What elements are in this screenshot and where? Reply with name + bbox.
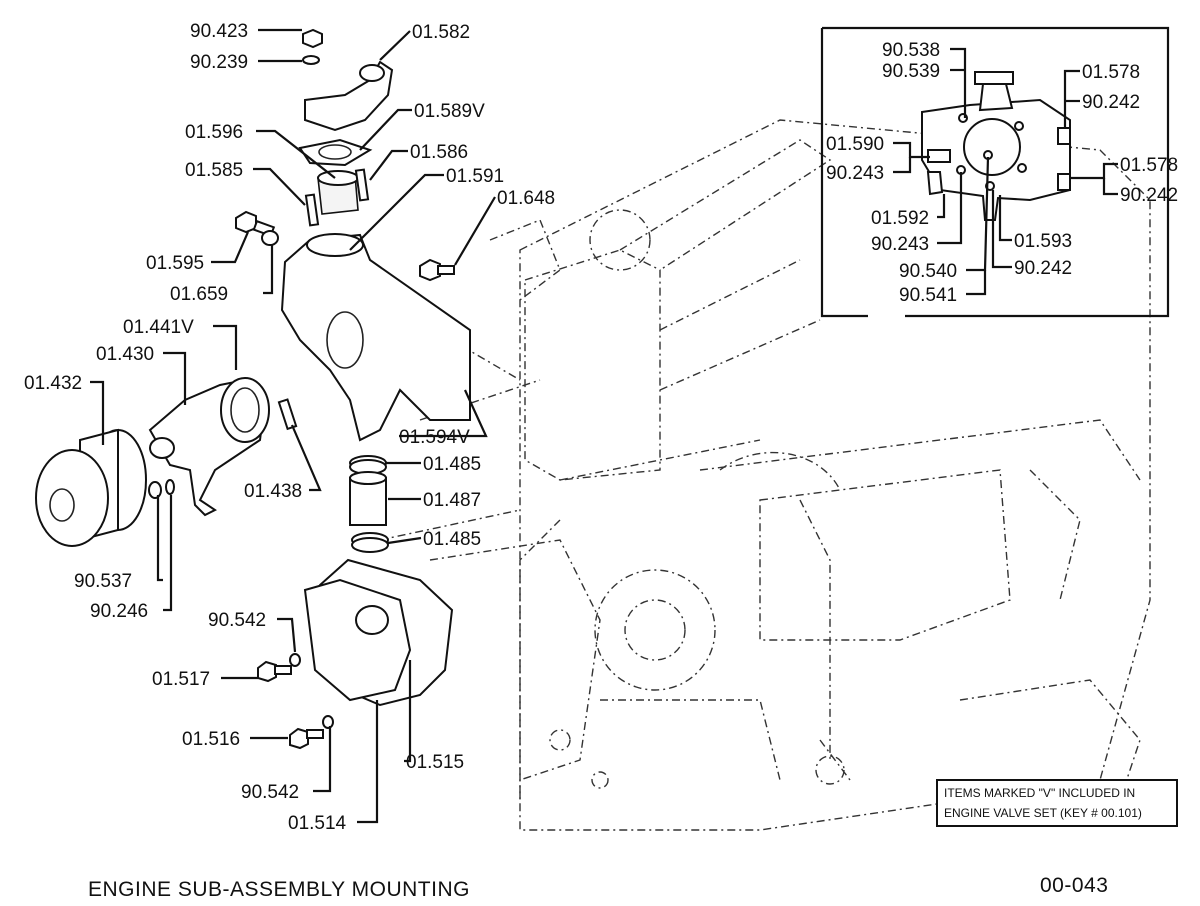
label-01-517: 01.517 bbox=[152, 669, 210, 690]
label-01-441v: 01.441V bbox=[123, 317, 194, 338]
label-90-246: 90.246 bbox=[90, 601, 148, 622]
gasket-01-589v bbox=[298, 138, 373, 167]
washer-90-239 bbox=[302, 55, 320, 65]
label-01-582: 01.582 bbox=[412, 22, 470, 43]
label-01-485-top: 01.485 bbox=[423, 454, 481, 475]
inset-label-01-592: 01.592 bbox=[871, 208, 929, 229]
leader-lines bbox=[90, 28, 496, 824]
note-line-1: ITEMS MARKED "V" INCLUDED IN bbox=[944, 786, 1135, 800]
label-01-648: 01.648 bbox=[497, 188, 555, 209]
inset-label-90-538: 90.538 bbox=[882, 40, 940, 61]
inset-label-01-578-bottom: 01.578 bbox=[1120, 155, 1178, 176]
note-box: ITEMS MARKED "V" INCLUDED IN ENGINE VALV… bbox=[936, 779, 1178, 827]
diagram-code: 00-043 bbox=[1040, 874, 1108, 897]
inset-label-90-243-bottom: 90.243 bbox=[871, 234, 929, 255]
inset-label-90-242-top: 90.242 bbox=[1082, 92, 1140, 113]
label-01-594v: 01.594V bbox=[399, 427, 470, 448]
label-01-438: 01.438 bbox=[244, 481, 302, 502]
label-90-537: 90.537 bbox=[74, 571, 132, 592]
label-01-596: 01.596 bbox=[185, 122, 243, 143]
label-90-423: 90.423 bbox=[190, 21, 248, 42]
label-01-514: 01.514 bbox=[288, 813, 347, 834]
inset-label-01-578-top: 01.578 bbox=[1082, 62, 1140, 83]
label-90-542-top: 90.542 bbox=[208, 610, 266, 631]
label-01-589v: 01.589V bbox=[414, 101, 485, 122]
label-01-430: 01.430 bbox=[96, 344, 154, 365]
note-frame bbox=[936, 779, 1178, 827]
part-labels: 90.423 90.239 01.582 01.589V 01.596 01.5… bbox=[24, 21, 555, 834]
inset-labels: 90.538 90.539 01.578 90.242 01.590 90.24… bbox=[826, 40, 1178, 306]
label-01-586: 01.586 bbox=[410, 142, 468, 163]
label-01-432: 01.432 bbox=[24, 373, 82, 394]
inset-label-90-243-top: 90.243 bbox=[826, 163, 884, 184]
outlet-elbow bbox=[304, 60, 394, 132]
label-01-595: 01.595 bbox=[146, 253, 204, 274]
diagram-title: ENGINE SUB-ASSEMBLY MOUNTING bbox=[88, 878, 470, 901]
inset-label-90-539: 90.539 bbox=[882, 61, 940, 82]
inset-label-01-593: 01.593 bbox=[1014, 231, 1072, 252]
parts-drawing bbox=[35, 28, 471, 750]
inset-label-01-590: 01.590 bbox=[826, 134, 884, 155]
front-cover bbox=[303, 578, 412, 702]
label-90-239: 90.239 bbox=[190, 52, 248, 73]
label-01-515: 01.515 bbox=[406, 752, 464, 773]
label-01-485-bottom: 01.485 bbox=[423, 529, 481, 550]
engine-block-drawing bbox=[379, 119, 1151, 831]
label-01-585: 01.585 bbox=[185, 160, 243, 181]
label-90-542-bottom: 90.542 bbox=[241, 782, 299, 803]
note-line-2: ENGINE VALVE SET (KEY # 00.101) bbox=[944, 806, 1142, 820]
label-01-516: 01.516 bbox=[182, 729, 240, 750]
inset-frame bbox=[870, 26, 1170, 318]
hose bbox=[349, 477, 387, 526]
inset-label-90-242-bottom: 90.242 bbox=[1014, 258, 1072, 279]
inset-label-90-541: 90.541 bbox=[899, 285, 957, 306]
label-01-659: 01.659 bbox=[170, 284, 228, 305]
inset-label-90-242-mid: 90.242 bbox=[1120, 185, 1178, 206]
nut-90-423 bbox=[302, 28, 323, 49]
label-01-487: 01.487 bbox=[423, 490, 481, 511]
inset-label-90-540: 90.540 bbox=[899, 261, 957, 282]
label-01-591: 01.591 bbox=[446, 166, 504, 187]
inset-detail bbox=[820, 26, 1170, 318]
